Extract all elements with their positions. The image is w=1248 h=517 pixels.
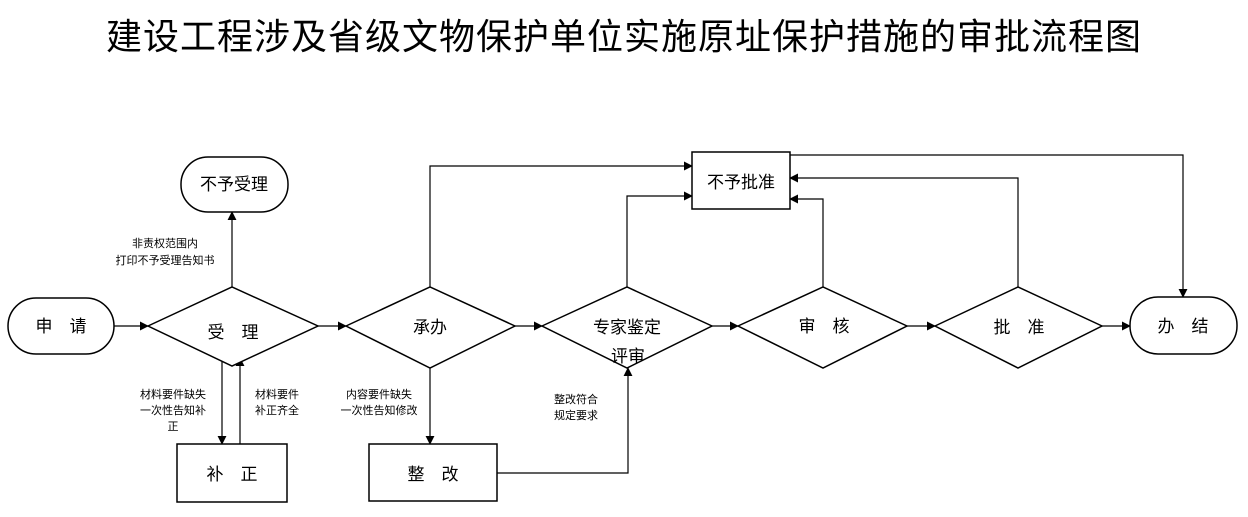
node-apply-label: 申 请 — [36, 317, 87, 337]
connectors — [114, 154, 1188, 474]
note-materials-complete-line2: 补正齐全 — [255, 403, 299, 417]
node-apply: 申 请 — [7, 297, 115, 355]
note-materials-missing-line3: 正 — [168, 420, 179, 433]
node-rectify: 整 改 — [368, 443, 498, 502]
node-handle: 承办 — [344, 286, 517, 369]
note-materials-complete-line1: 材料要件 — [255, 387, 299, 401]
arrow-not-approve-to-finish — [790, 154, 1188, 298]
note-materials-missing-line2: 一次性告知补 — [140, 403, 206, 417]
note-rectify-ok-line2: 规定要求 — [554, 408, 598, 422]
node-supplement: 补 正 — [176, 443, 288, 503]
note-content-missing-line1: 内容要件缺失 — [346, 387, 412, 401]
node-review: 审 核 — [736, 286, 909, 369]
annotations: 非责权范围内 打印不予受理告知书 材料要件缺失 一次性告知补 正 材料要件 补正… — [116, 236, 599, 433]
note-rectify-ok-line1: 整改符合 — [554, 392, 598, 406]
note-not-in-scope-line2: 打印不予受理告知书 — [116, 253, 215, 267]
note-materials-missing-line1: 材料要件缺失 — [140, 387, 206, 401]
node-approve-label: 批 准 — [994, 318, 1045, 338]
node-expert-label-line2: 评审 — [611, 347, 645, 367]
node-not-accept: 不予受理 — [180, 156, 289, 213]
node-not-approve-label: 不予批准 — [707, 173, 775, 193]
node-not-accept-label: 不予受理 — [200, 175, 268, 195]
arrow-rectify-to-expert — [497, 367, 633, 474]
node-accept: 受 理 — [146, 286, 320, 367]
node-supplement-label: 补 正 — [207, 465, 258, 485]
node-review-label: 审 核 — [799, 317, 850, 337]
node-expert-label-line1: 专家鉴定 — [593, 318, 661, 338]
arrow-approve-to-not-approve — [789, 173, 1019, 287]
node-finish-label: 办 结 — [1158, 317, 1209, 337]
diagram-title: 建设工程涉及省级文物保护单位实施原址保护措施的审批流程图 — [105, 17, 1142, 58]
node-rectify-label: 整 改 — [408, 465, 459, 485]
arrow-review-to-not-approve — [789, 194, 824, 287]
node-finish: 办 结 — [1129, 296, 1238, 355]
note-content-missing-line2: 一次性告知修改 — [341, 403, 418, 417]
node-expert-review: 专家鉴定 评审 — [540, 286, 714, 369]
node-not-approve: 不予批准 — [691, 151, 791, 210]
note-not-in-scope-line1: 非责权范围内 — [132, 236, 198, 250]
node-approve: 批 准 — [933, 286, 1104, 369]
node-handle-label: 承办 — [413, 318, 447, 338]
arrow-handle-to-not-approve — [429, 161, 693, 287]
node-accept-label: 受 理 — [208, 323, 259, 343]
arrow-expert-to-not-approve — [626, 191, 693, 287]
